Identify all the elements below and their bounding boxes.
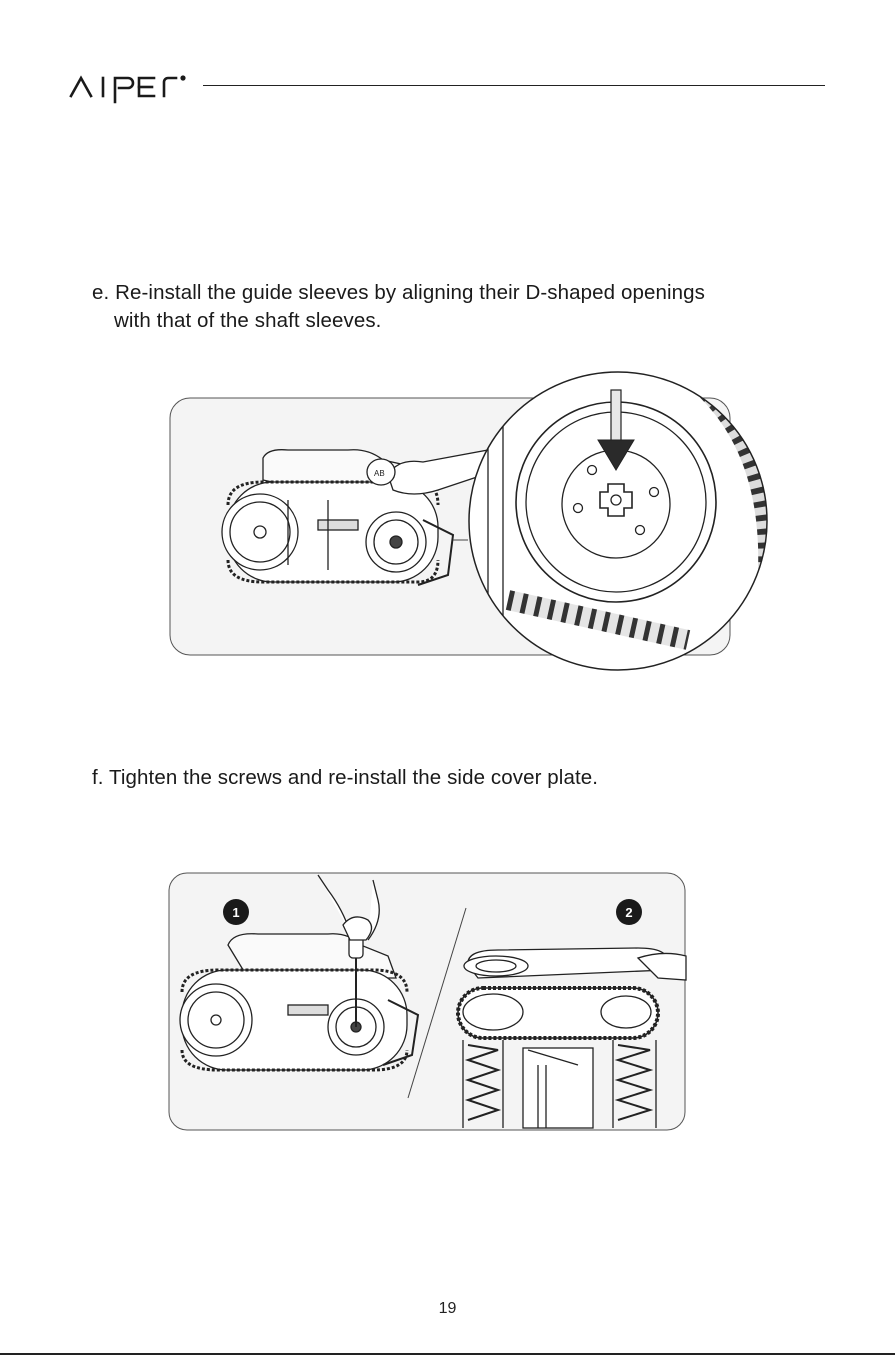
step-f-instruction: f. Tighten the screws and re-install the… xyxy=(92,764,598,792)
page-number: 19 xyxy=(0,1300,895,1318)
badge-1-label: 1 xyxy=(232,905,239,920)
step-e-line1: Re-install the guide sleeves by aligning… xyxy=(115,281,705,304)
figure-guide-sleeve-install: AB xyxy=(168,370,788,675)
step-e-instruction: e. Re-install the guide sleeves by align… xyxy=(92,279,705,335)
figure-cover-plate-install: 1 2 xyxy=(168,870,688,1134)
aiper-logo xyxy=(68,66,193,104)
badge-2-label: 2 xyxy=(625,905,632,920)
step-e-prefix: e. xyxy=(92,281,109,304)
step-f-prefix: f. xyxy=(92,766,104,789)
header-rule xyxy=(203,85,825,86)
step-badge-2: 2 xyxy=(616,899,642,925)
step-badge-1: 1 xyxy=(223,899,249,925)
svg-text:AB: AB xyxy=(374,469,385,478)
step-e-line2: with that of the shaft sleeves. xyxy=(92,307,705,335)
step-f-line1: Tighten the screws and re-install the si… xyxy=(109,766,598,789)
